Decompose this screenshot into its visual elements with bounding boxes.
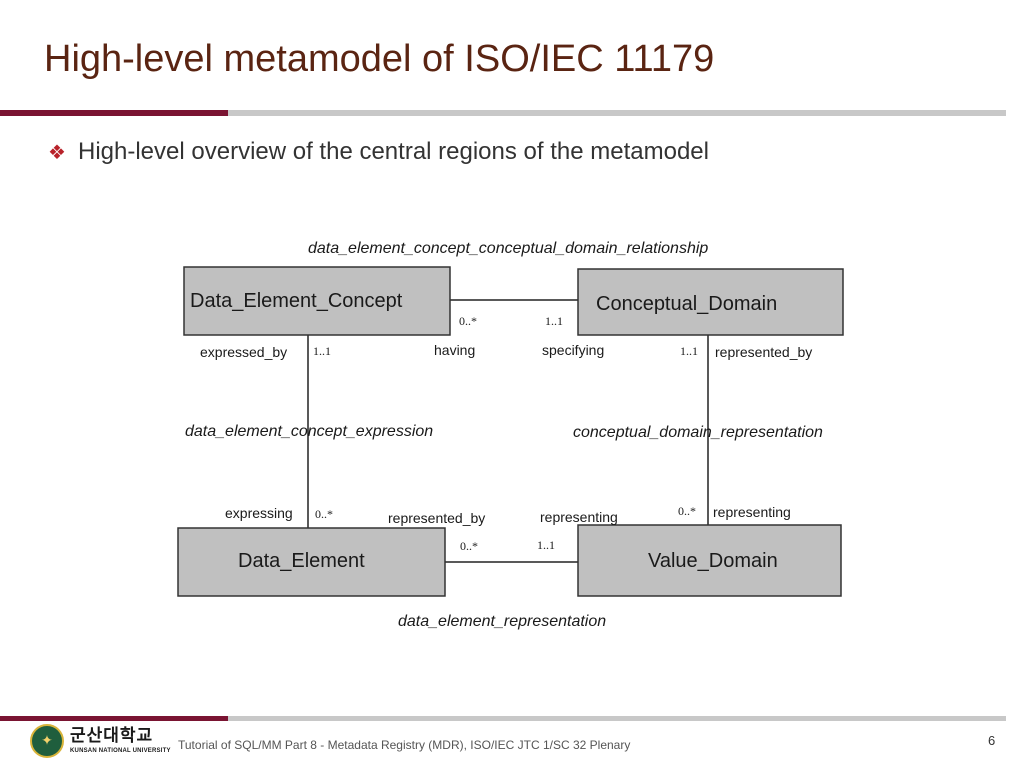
relationship-name-dec-de: data_element_concept_expression [185, 423, 433, 440]
footer-divider [228, 716, 1006, 721]
role-expressed-by: expressed_by [200, 344, 287, 360]
entity-label: Data_Element [238, 550, 365, 572]
entity-label: Conceptual_Domain [596, 293, 777, 315]
university-name: 군산대학교 KUNSAN NATIONAL UNIVERSITY [70, 726, 171, 755]
role-specifying: specifying [542, 342, 604, 358]
university-name-english: KUNSAN NATIONAL UNIVERSITY [70, 748, 171, 754]
multiplicity-dec-cd-left: 0..* [459, 314, 477, 328]
entity-data-element-concept: Data_Element_Concept [183, 266, 451, 336]
footer-text: Tutorial of SQL/MM Part 8 - Metadata Reg… [178, 738, 631, 752]
university-name-korean: 군산대학교 [70, 726, 154, 746]
role-having: having [434, 342, 475, 358]
multiplicity-dec-cd-right: 1..1 [545, 314, 563, 328]
slide-title: High-level metamodel of ISO/IEC 11179 [44, 38, 715, 80]
multiplicity-de-vd-right: 1..1 [537, 538, 555, 552]
relationship-name-cd-vd: conceptual_domain_representation [573, 424, 823, 441]
relationship-name-dec-cd: data_element_concept_conceptual_domain_r… [308, 240, 708, 257]
diamond-cluster-icon: ❖ [48, 140, 66, 164]
entity-label: Value_Domain [648, 550, 778, 572]
entity-label: Data_Element_Concept [190, 290, 403, 312]
role-represented-by-de: represented_by [388, 510, 485, 526]
page-number: 6 [988, 733, 996, 748]
multiplicity-cd-vd-top: 1..1 [680, 344, 698, 358]
multiplicity-dec-de-bottom: 0..* [315, 507, 333, 521]
title-divider [228, 110, 1006, 116]
entity-conceptual-domain: Conceptual_Domain [577, 268, 844, 336]
bullet-item: ❖ High-level overview of the central reg… [48, 138, 709, 166]
relationship-name-de-vd: data_element_representation [398, 613, 606, 630]
multiplicity-dec-de-top: 1..1 [313, 344, 331, 358]
university-seal-icon: ✦ [30, 724, 64, 758]
role-representing-vd: representing [713, 504, 791, 520]
role-expressing: expressing [225, 505, 293, 521]
university-logo: ✦ 군산대학교 KUNSAN NATIONAL UNIVERSITY [30, 724, 171, 758]
role-representing-de-vd: representing [540, 509, 618, 525]
bullet-text: High-level overview of the central regio… [78, 138, 709, 165]
role-represented-by-cd: represented_by [715, 344, 812, 360]
entity-value-domain: Value_Domain [577, 524, 842, 597]
multiplicity-de-vd-left: 0..* [460, 539, 478, 553]
footer-accent-bar [0, 716, 228, 721]
entity-data-element: Data_Element [177, 527, 446, 597]
title-accent-bar [0, 110, 228, 116]
multiplicity-cd-vd-bottom: 0..* [678, 504, 696, 518]
